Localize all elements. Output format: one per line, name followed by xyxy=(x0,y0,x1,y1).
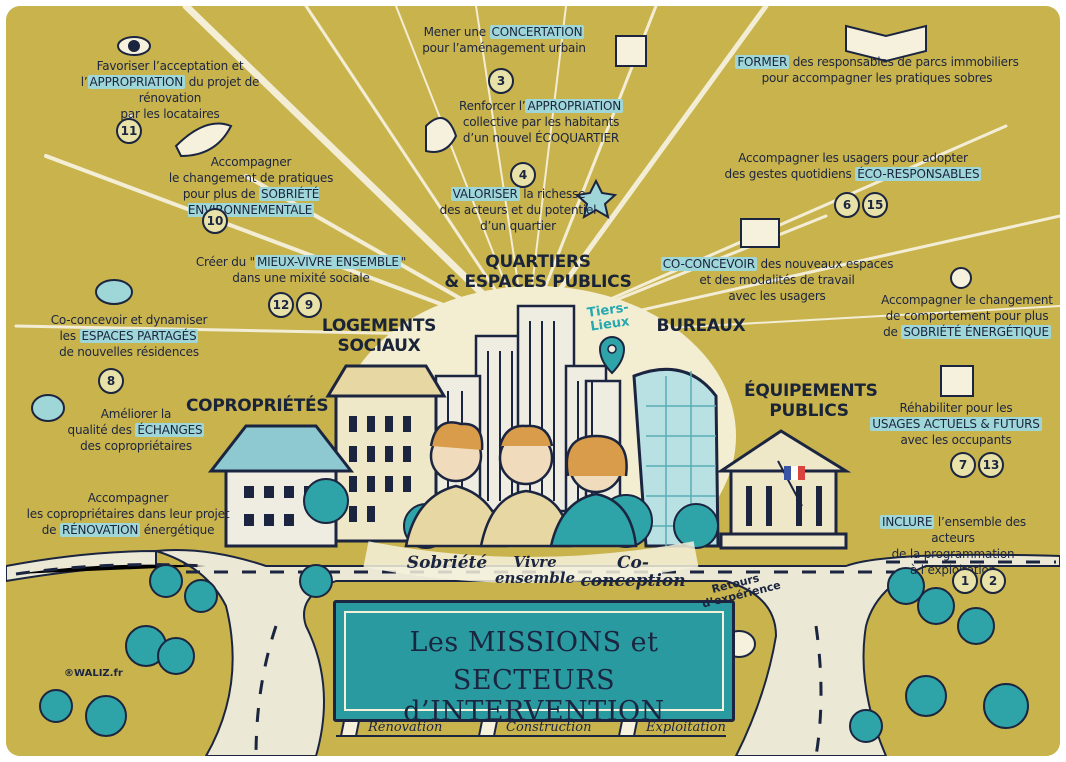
mission-number-badge: 13 xyxy=(978,452,1004,478)
mission-echanges: Améliorer la qualité des ÉCHANGES des co… xyxy=(66,406,206,454)
phase-exploitation: Exploitation xyxy=(646,720,726,735)
infographic-board: QUARTIERS & ESPACES PUBLICS LOGEMENTS SO… xyxy=(6,6,1060,756)
mission-text: Accompagner le changement de comportemen… xyxy=(881,293,1053,339)
mission-keyword: CONCERTATION xyxy=(489,25,585,39)
mission-number-badge: 12 xyxy=(268,292,294,318)
mission-text: pour l’aménagement urbain xyxy=(422,41,586,55)
mission-keyword: VALORISER xyxy=(450,187,520,201)
title-panel: Les MISSIONS et SECTEURS d’INTERVENTION xyxy=(333,600,735,727)
mission-text: Réhabiliter pour les xyxy=(899,401,1013,415)
waliz-credit: ®WALIZ.fr xyxy=(64,668,123,679)
mission-8-badges: 8 xyxy=(98,368,124,394)
mission-text: la richesse des acteurs et du potentiel … xyxy=(439,187,597,233)
title-panel-frame: Les MISSIONS et SECTEURS d’INTERVENTION xyxy=(344,611,724,727)
mission-text: collective par les habitants d’un nouvel… xyxy=(462,115,620,145)
mission-sobriete-energetique: Accompagner le changement de comportemen… xyxy=(872,292,1060,340)
mission-number-badge: 7 xyxy=(950,452,976,478)
mission-number-badge: 4 xyxy=(510,162,536,188)
mission-espaces-partages: Co-concevoir et dynamiser les ESPACES PA… xyxy=(34,312,224,360)
mission-11-badges: 11 xyxy=(116,118,142,144)
mission-number-badge: 15 xyxy=(862,192,888,218)
mission-number-badge: 8 xyxy=(98,368,124,394)
mission-text: du projet de rénovation par les locatair… xyxy=(120,75,260,121)
phase-construction: Construction xyxy=(506,720,592,735)
mission-text: Accompagner le changement de pratiques p… xyxy=(168,155,334,201)
mission-text: Accompagner les usagers pour adopter des… xyxy=(724,151,968,181)
mission-keyword: FORMER xyxy=(735,55,790,69)
value-sobriete: Sobriété xyxy=(406,553,488,573)
mission-concertation: Mener une CONCERTATION pour l’aménagemen… xyxy=(404,24,604,56)
title-line-1: Les MISSIONS et xyxy=(409,627,659,658)
mission-text: avec les occupants xyxy=(900,433,1012,447)
mission-3-badges: 3 xyxy=(488,68,514,94)
mission-text: Améliorer la qualité des xyxy=(67,407,172,437)
mission-sobriete-environnementale: Accompagner le changement de pratiques p… xyxy=(126,154,376,218)
mission-text: Créer du " xyxy=(195,255,255,269)
mission-keyword: ESPACES PARTAGÉS xyxy=(79,329,199,343)
mission-text: " dans une mixité sociale xyxy=(232,255,407,285)
mission-keyword: APPROPRIATION xyxy=(87,75,186,89)
mission-appropriation-renovation: Favoriser l’acceptation et l’APPROPRIATI… xyxy=(60,58,280,122)
sector-logements-heading: LOGEMENTS SOCIAUX xyxy=(321,316,437,356)
illustration-background xyxy=(6,6,1060,756)
mission-text: Renforcer l’ xyxy=(458,99,526,113)
mission-number-badge: 2 xyxy=(980,568,1006,594)
sector-equipements-heading: ÉQUIPEMENTS PUBLICS xyxy=(744,381,878,421)
sector-quartiers-heading: QUARTIERS & ESPACES PUBLICS xyxy=(444,252,632,292)
mission-ecoquartier: Renforcer l’APPROPRIATION collective par… xyxy=(452,98,630,146)
value-vivre-ensemble: Vivre ensemble xyxy=(494,553,576,587)
mission-number-badge: 11 xyxy=(116,118,142,144)
mission-number-badge: 1 xyxy=(952,568,978,594)
mission-former: FORMER des responsables de parcs immobil… xyxy=(712,54,1042,86)
mission-keyword: ÉCHANGES xyxy=(135,423,205,437)
mission-text: Co-concevoir et dynamiser les xyxy=(50,313,208,343)
phase-renovation: Rénovation xyxy=(368,720,443,735)
mission-text: Accompagner les copropriétaires dans leu… xyxy=(26,491,230,537)
mission-text: énergétique xyxy=(140,523,215,537)
sector-coproprietes-heading: COPROPRIÉTÉS xyxy=(186,396,329,416)
mission-10-badges: 10 xyxy=(202,208,228,234)
mission-keyword: MIEUX-VIVRE ENSEMBLE xyxy=(254,255,401,269)
mission-usages: Réhabiliter pour les USAGES ACTUELS & FU… xyxy=(856,400,1056,448)
mission-4-badges: 4 xyxy=(510,162,536,188)
mission-mieux-vivre-ensemble: Créer du "MIEUX-VIVRE ENSEMBLE" dans une… xyxy=(186,254,416,286)
mission-text: des copropriétaires xyxy=(80,439,192,453)
mission-keyword: RÉNOVATION xyxy=(59,523,141,537)
title-line-2: SECTEURS d’INTERVENTION xyxy=(403,665,665,727)
mission-number-badge: 9 xyxy=(296,292,322,318)
mission-text: Favoriser l’acceptation et l’ xyxy=(80,59,244,89)
mission-text: des responsables de parcs immobiliers po… xyxy=(761,55,1019,85)
mission-keyword: CO-CONCEVOIR xyxy=(660,257,757,271)
value-co-conception: Co-conception xyxy=(580,553,686,591)
mission-text: de nouvelles résidences xyxy=(59,345,199,359)
mission-keyword: SOBRIÉTÉ ÉNERGÉTIQUE xyxy=(901,325,1051,339)
mission-keyword: INCLURE xyxy=(880,515,935,529)
mission-keyword: ÉCO-RESPONSABLES xyxy=(855,167,982,181)
mission-keyword: USAGES ACTUELS & FUTURS xyxy=(870,417,1042,431)
mission-valoriser: VALORISER la richesse des acteurs et du … xyxy=(438,186,598,234)
mission-text: Mener une xyxy=(423,25,490,39)
mission-renovation-energetique: Accompagner les copropriétaires dans leu… xyxy=(18,490,238,538)
mission-co-concevoir-bureaux: CO-CONCEVOIR des nouveaux espaces et des… xyxy=(652,256,902,304)
mission-number-badge: 6 xyxy=(834,192,860,218)
mission-number-badge: 3 xyxy=(488,68,514,94)
mission-eco-responsables: Accompagner les usagers pour adopter des… xyxy=(718,150,988,182)
mission-text: des nouveaux espaces et des modalités de… xyxy=(699,257,894,303)
mission-number-badge: 10 xyxy=(202,208,228,234)
sector-bureaux-heading: BUREAUX xyxy=(656,316,746,336)
mission-keyword: APPROPRIATION xyxy=(525,99,624,113)
